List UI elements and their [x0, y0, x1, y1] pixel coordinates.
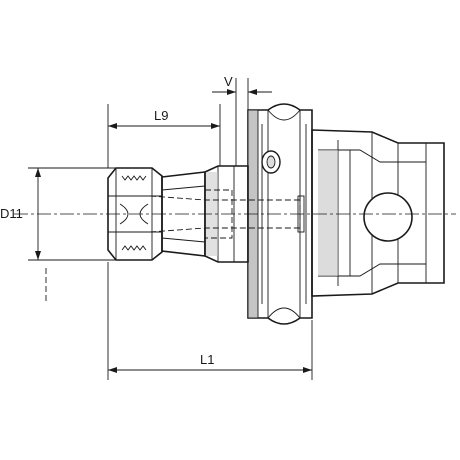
- dimension-l1-label: L1: [200, 352, 214, 367]
- dimension-v: V: [212, 74, 272, 166]
- dimension-d11: D11: [0, 167, 116, 304]
- dimension-l9: L9: [107, 104, 221, 168]
- dimension-d11-label: D11: [0, 206, 23, 221]
- dimension-v-label: V: [224, 74, 233, 89]
- dimension-l9-label: L9: [154, 108, 168, 123]
- dimension-l1: L1: [107, 262, 313, 380]
- cross-hole: [363, 192, 413, 242]
- drive-key-slot-inner: [266, 155, 276, 169]
